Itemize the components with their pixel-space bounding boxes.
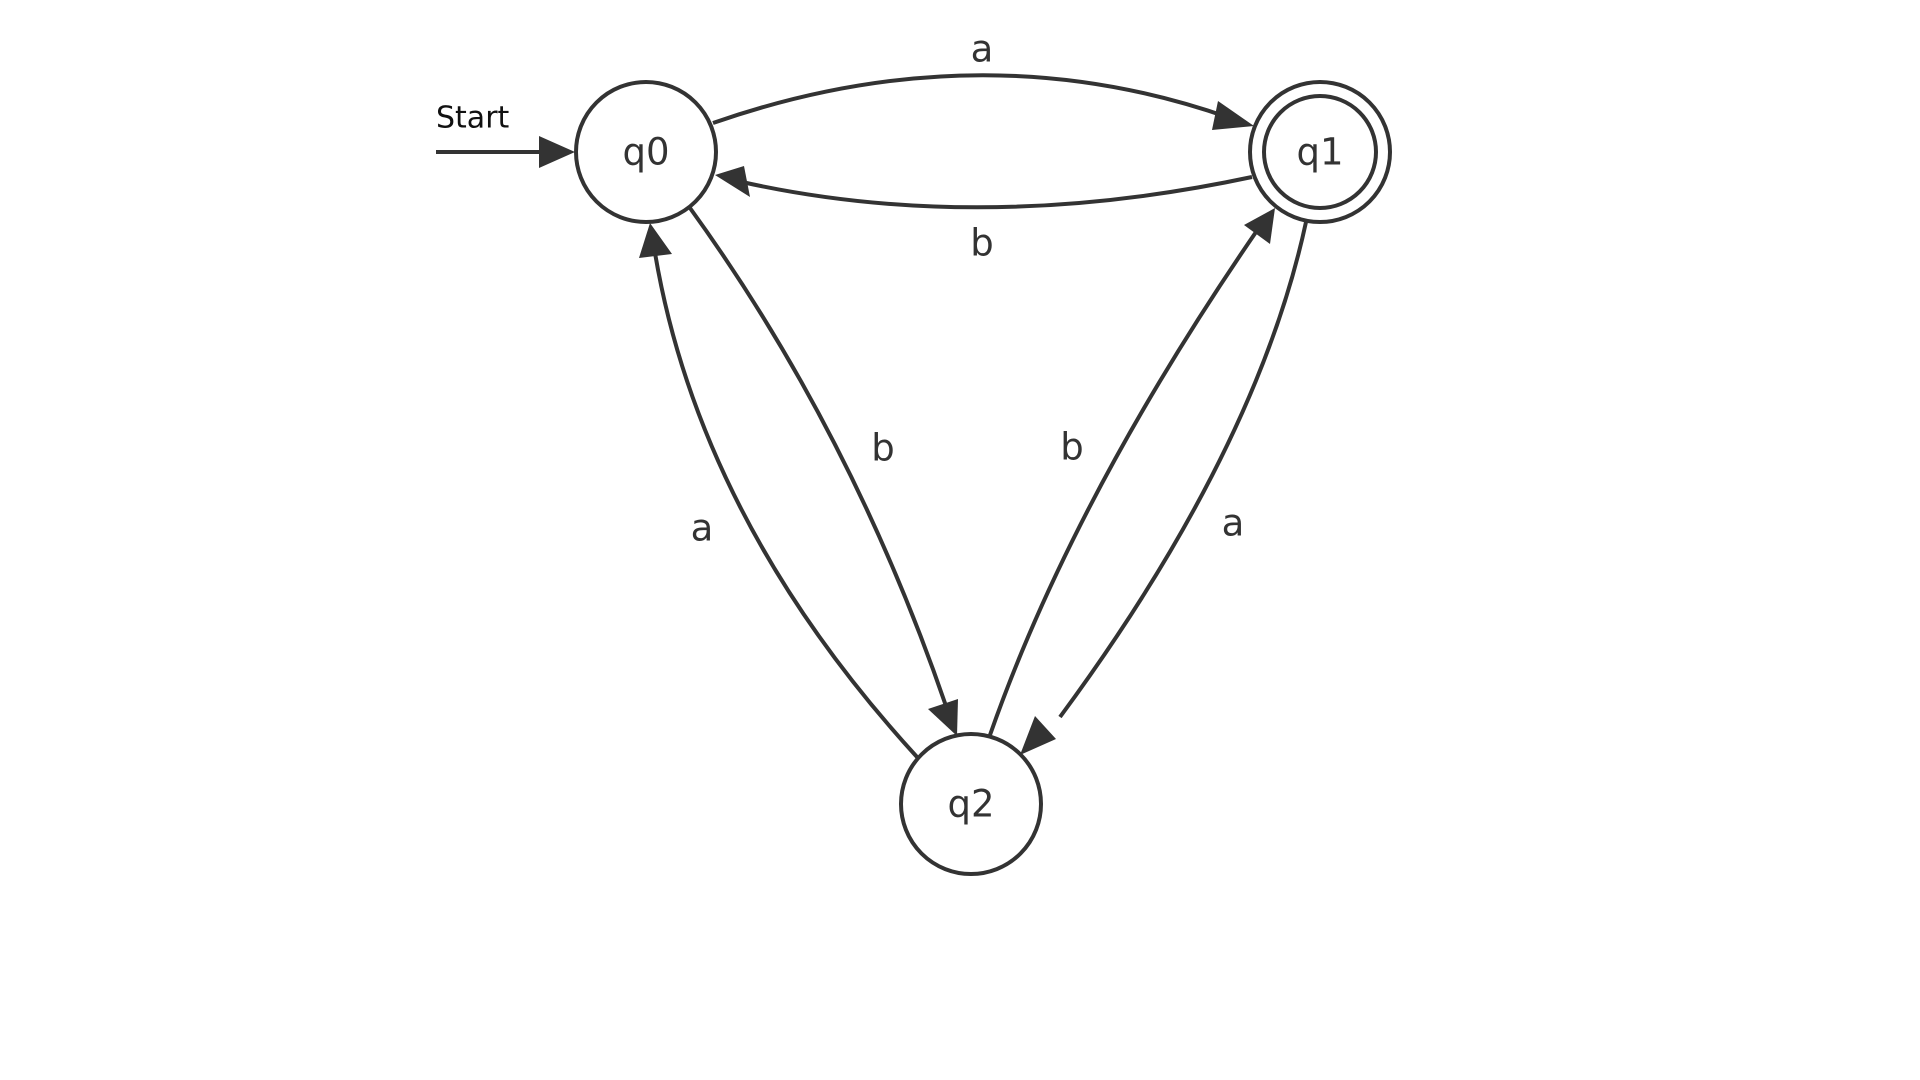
state-q0: q0 <box>574 80 718 224</box>
transition-q1-q2 <box>1020 221 1308 755</box>
transition-label-q1-q2: a <box>1222 502 1245 545</box>
transition-q0-q2 <box>688 206 958 736</box>
transition-label-q2-q1: b <box>1060 426 1084 469</box>
transition-label-q2-q0: a <box>691 507 714 550</box>
transition-q2-q1 <box>988 208 1275 736</box>
transition-q1-q0 <box>715 166 1253 210</box>
transition-label-q0-q2: b <box>871 427 895 470</box>
start-arrow <box>436 136 575 168</box>
transition-label-q1-q0: b <box>970 222 994 265</box>
transition-q0-q1 <box>712 73 1254 130</box>
state-label-q0: q0 <box>622 131 669 174</box>
state-q1: q1 <box>1248 80 1392 224</box>
state-label-q1: q1 <box>1296 131 1343 174</box>
transition-q2-q0 <box>639 223 919 759</box>
transition-label-q0-q1: a <box>971 28 994 71</box>
state-q2: q2 <box>899 732 1043 876</box>
state-label-q2: q2 <box>947 783 994 826</box>
start-label: Start <box>436 101 510 136</box>
